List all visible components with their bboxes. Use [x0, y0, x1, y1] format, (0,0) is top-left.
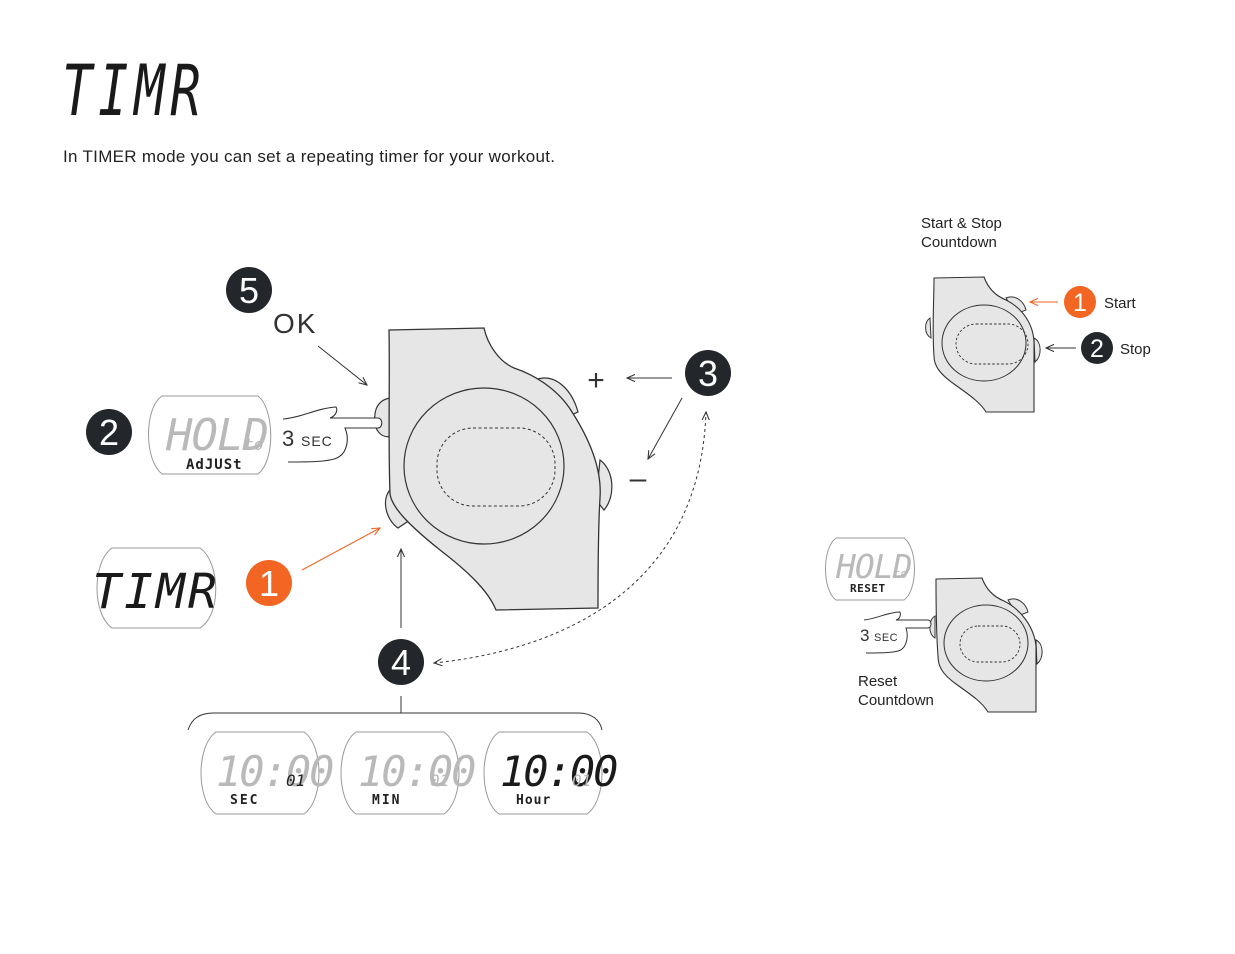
main-watch — [374, 327, 613, 611]
intro-text: In TIMER mode you can set a repeating ti… — [63, 147, 556, 166]
hold-to-text: to — [244, 435, 263, 454]
start-stop-heading-line2: Countdown — [921, 234, 997, 251]
step-1-badge — [246, 560, 292, 606]
stop-label: Stop — [1120, 341, 1151, 358]
ok-label: OK — [273, 308, 317, 339]
adjust-loop-arrow — [434, 412, 706, 663]
mode-arrow — [301, 528, 380, 571]
hold-reset-display: HOLD to RESET — [825, 537, 915, 601]
reset-hand-press-icon — [863, 611, 932, 654]
hold-duration-unit: SEC — [301, 433, 333, 449]
time-suffix: 01 — [430, 771, 449, 790]
step-2-badge — [86, 409, 132, 455]
reset-text: RESET — [850, 582, 886, 595]
step-3-badge — [685, 350, 731, 396]
ok-arrow — [317, 345, 367, 385]
start-label: Start — [1104, 295, 1137, 312]
reset-duration-unit: SEC — [874, 632, 898, 644]
start-badge — [1064, 286, 1096, 318]
start-stop-heading-line1: Start & Stop — [921, 215, 1002, 232]
time-value: 10:00 — [358, 747, 475, 796]
step-2-number: 2 — [99, 412, 119, 453]
step-4-number: 4 — [391, 642, 411, 683]
adjust-text: AdJUSt — [186, 457, 243, 473]
start-stop-watch — [925, 276, 1041, 413]
hand-press-icon — [282, 406, 383, 463]
hold-duration-number: 3 — [282, 426, 294, 451]
time-value: 10:00 — [216, 747, 333, 796]
step-3-number: 3 — [698, 353, 718, 394]
unit-label: MIN — [372, 793, 401, 808]
stop-badge — [1081, 332, 1113, 364]
time-suffix: 01 — [572, 771, 591, 790]
time-display-min: 10:00 01 MIN — [340, 731, 477, 815]
timr-mode-display: TIMR — [92, 547, 220, 629]
reset-hold-to-text: to — [893, 567, 907, 581]
reset-duration-number: 3 — [860, 626, 869, 645]
page-title: TIMR — [62, 50, 207, 132]
reset-hold-text: HOLD — [835, 547, 912, 586]
step-5-number: 5 — [239, 270, 259, 311]
step-5-badge — [226, 267, 272, 313]
plus-label: + — [587, 364, 605, 397]
hold-text: HOLD — [165, 410, 268, 461]
reset-label-line1: Reset — [858, 673, 898, 690]
timr-text: TIMR — [92, 564, 220, 620]
time-suffix: 01 — [286, 771, 305, 790]
step-4-bracket — [187, 712, 603, 731]
minus-arrow — [648, 397, 683, 459]
start-number: 1 — [1073, 289, 1087, 317]
unit-label: SEC — [230, 793, 259, 808]
reset-watch — [929, 577, 1043, 713]
minus-label: – — [630, 462, 647, 495]
time-display-sec: 10:00 01 SEC — [200, 731, 335, 815]
time-display-hour: 10:00 01 Hour — [483, 731, 619, 815]
unit-label: Hour — [516, 793, 551, 808]
time-value: 10:00 — [500, 747, 617, 796]
hold-adjust-display: HOLD to AdJUSt — [148, 395, 272, 475]
step-4-badge — [378, 639, 424, 685]
reset-label-line2: Countdown — [858, 692, 934, 709]
step-1-number: 1 — [259, 563, 279, 604]
stop-number: 2 — [1090, 335, 1104, 363]
